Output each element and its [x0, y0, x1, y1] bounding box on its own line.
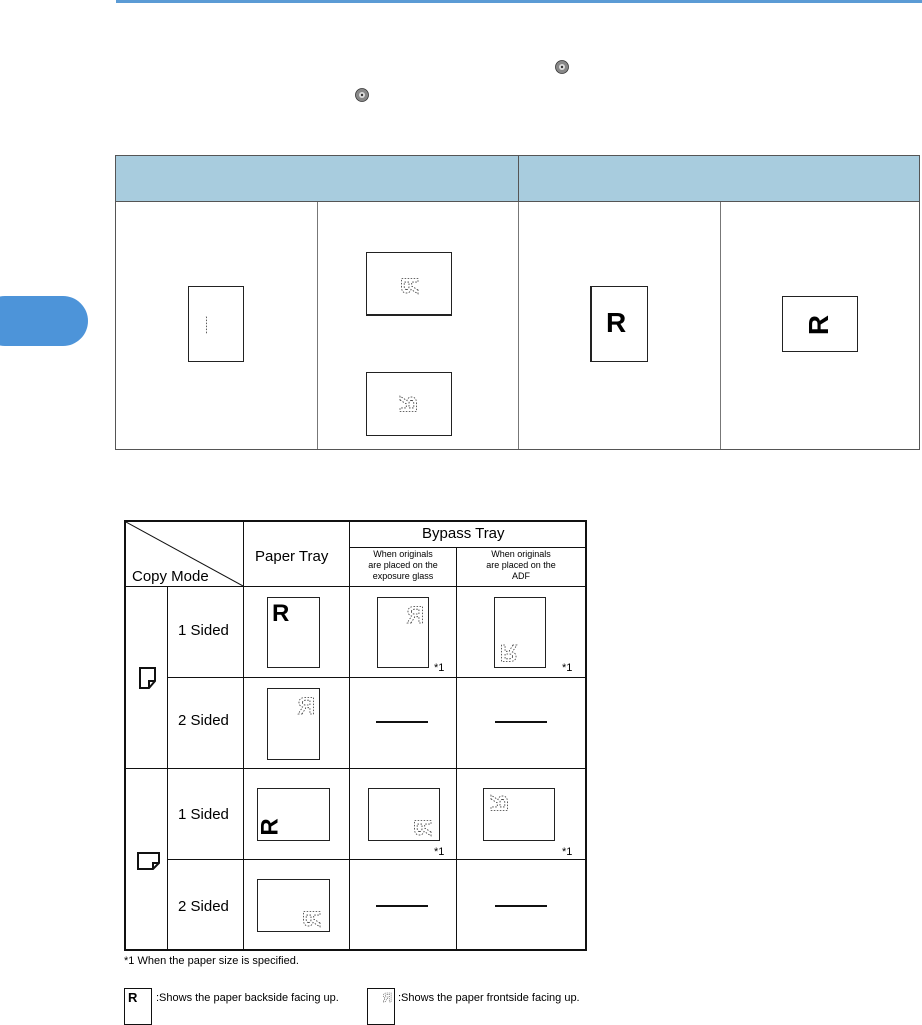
table-header-cell: [518, 156, 919, 202]
grid-line: [167, 677, 585, 678]
not-applicable-dash: [376, 905, 428, 907]
column-divider: [317, 202, 318, 449]
svg-text:R: R: [299, 910, 324, 927]
orientation-table: R R R R R: [115, 155, 920, 450]
grid-line: [349, 522, 350, 949]
grid-line: [126, 586, 585, 587]
paper-landscape: R: [257, 788, 330, 841]
dashed-r-icon: R: [299, 910, 324, 928]
cd-icon: [555, 60, 569, 74]
copy-mode-table: Copy Mode Paper Tray Bypass Tray When or…: [124, 520, 587, 951]
paper-landscape: R: [483, 788, 555, 841]
svg-text:R: R: [407, 602, 424, 627]
footnote-marker: *1: [562, 846, 573, 858]
cd-icon: [355, 88, 369, 102]
svg-text:R: R: [487, 795, 512, 812]
table-header-cell: [116, 156, 518, 202]
dashed-r-icon: R: [406, 602, 424, 627]
paper-portrait: R: [188, 286, 244, 362]
legend-letter: R: [128, 990, 138, 1005]
not-applicable-dash: [376, 721, 428, 723]
grid-line: [167, 859, 585, 860]
row-label: 1 Sided: [178, 806, 229, 823]
row-label: 2 Sided: [178, 898, 229, 915]
paper-portrait: R: [267, 597, 320, 668]
legend-backside-text: :Shows the paper backside facing up.: [156, 992, 339, 1004]
dashed-r-icon: R: [382, 990, 393, 1004]
row-label: 2 Sided: [178, 712, 229, 729]
diagonal-line: [126, 522, 243, 586]
paper-portrait: R: [494, 597, 546, 668]
paper-tray-header: Paper Tray: [255, 548, 329, 565]
legend-frontside-text: :Shows the paper frontside facing up.: [398, 992, 580, 1004]
footnote-marker: *1: [434, 662, 445, 674]
paper-portrait: R: [377, 597, 429, 668]
dashed-r-icon: R: [397, 277, 423, 295]
grid-line: [243, 522, 244, 949]
dashed-r-icon: R: [410, 819, 435, 837]
dashed-r-icon: R: [487, 794, 512, 812]
legend-frontside-sample: R: [367, 988, 395, 1025]
svg-text:R: R: [298, 693, 315, 718]
paper-letter: R: [256, 818, 284, 836]
column-divider: [720, 202, 721, 449]
not-applicable-dash: [495, 721, 547, 723]
chapter-tab: [0, 296, 88, 346]
not-applicable-dash: [495, 905, 547, 907]
copy-mode-label: Copy Mode: [132, 568, 209, 585]
footnote-marker: *1: [562, 662, 573, 674]
landscape-original-icon: [137, 852, 160, 870]
svg-text:R: R: [205, 312, 208, 337]
grid-line: [126, 768, 585, 769]
dashed-r-icon: R: [395, 395, 421, 413]
bypass-tray-header: Bypass Tray: [422, 525, 505, 542]
portrait-original-icon: [139, 667, 156, 689]
legend-backside-sample: R: [124, 988, 152, 1025]
paper-letter: R: [606, 307, 627, 338]
dashed-r-icon: R: [297, 693, 315, 718]
grid-line: [456, 547, 457, 949]
paper-landscape: R: [366, 372, 452, 436]
svg-text:R: R: [395, 396, 421, 413]
grid-line: [167, 586, 168, 949]
dashed-r-icon: R: [500, 641, 518, 666]
paper-letter: R: [803, 314, 835, 336]
grid-line: [349, 547, 585, 548]
row-label: 1 Sided: [178, 622, 229, 639]
top-rule: [116, 0, 922, 3]
paper-landscape: R: [366, 252, 452, 316]
column-divider: [518, 202, 519, 449]
paper-landscape: R: [782, 296, 858, 352]
svg-text:R: R: [500, 641, 517, 666]
footnote: *1 When the paper size is specified.: [124, 955, 299, 967]
paper-letter: R: [272, 600, 290, 627]
svg-text:R: R: [397, 277, 423, 294]
paper-landscape: R: [368, 788, 440, 841]
footnote-marker: *1: [434, 846, 445, 858]
paper-portrait: R: [267, 688, 320, 760]
paper-portrait: R: [590, 286, 648, 362]
dashed-r-icon: R: [205, 312, 208, 337]
paper-landscape: R: [257, 879, 330, 932]
svg-text:R: R: [410, 819, 435, 836]
svg-text:R: R: [382, 990, 392, 1004]
